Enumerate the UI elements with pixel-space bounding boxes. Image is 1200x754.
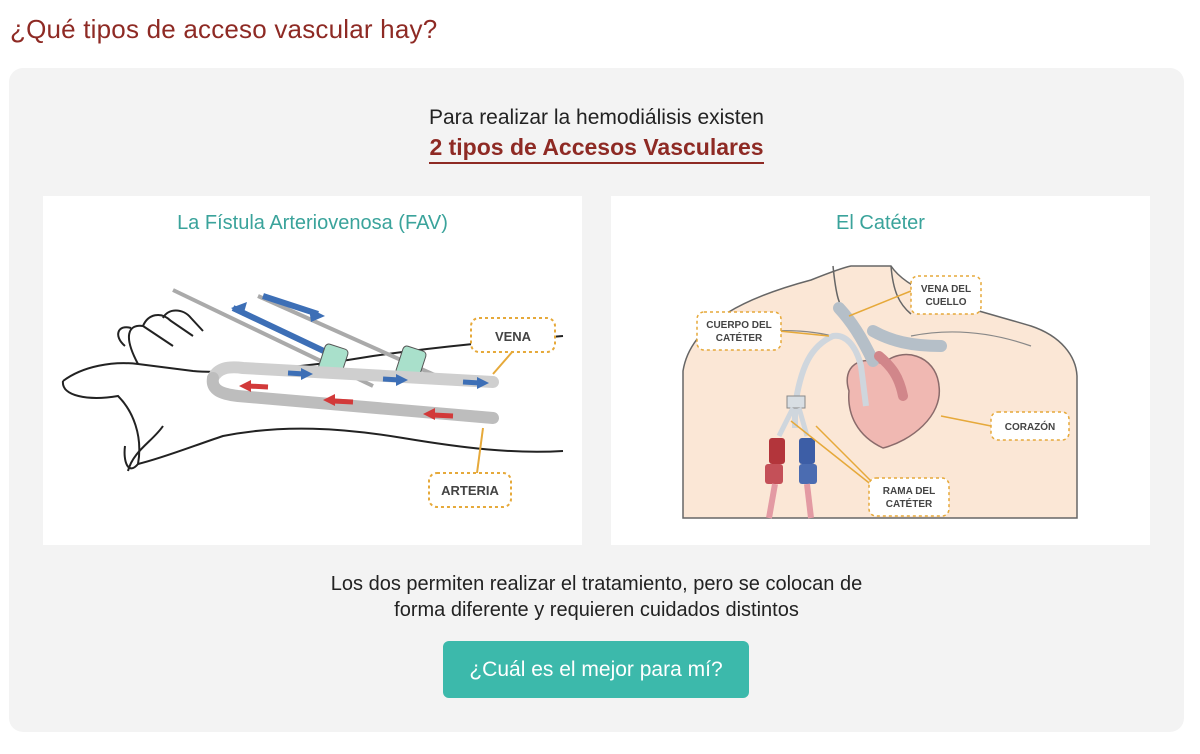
catheter-hub bbox=[786, 395, 806, 409]
arrow-tube-2 bbox=[309, 308, 325, 322]
tube-flow-1 bbox=[231, 305, 330, 356]
card-fistula: La Fístula Arteriovenosa (FAV) bbox=[43, 196, 582, 545]
neck-line-right bbox=[890, 265, 912, 315]
corazon-label: CORAZÓN bbox=[1005, 420, 1056, 433]
outro-line-2: forma diferente y requieren cuidados dis… bbox=[394, 599, 799, 621]
finger-3 bbox=[142, 314, 194, 337]
vein-arrow-2 bbox=[396, 374, 408, 386]
vena-cuello-label-1: VENA DEL bbox=[921, 284, 971, 295]
best-option-button[interactable]: ¿Cuál es el mejor para mí? bbox=[443, 641, 749, 698]
arteria-label-box bbox=[428, 472, 512, 508]
arteria-pointer bbox=[476, 427, 484, 474]
arm-outline-bottom bbox=[137, 427, 564, 465]
arteria-label: ARTERIA bbox=[441, 483, 499, 498]
branch-left-tube bbox=[776, 406, 796, 438]
artery-arrow-2 bbox=[323, 394, 335, 406]
finger-4 bbox=[162, 309, 204, 332]
vena-cuello-label-box bbox=[910, 275, 982, 315]
vein-arrow-1 bbox=[301, 368, 313, 380]
vein-arrow-3 bbox=[477, 377, 489, 389]
branch-blue-line bbox=[804, 483, 814, 519]
cateter-illustration: VENA DEL CUELLO CUERPO DEL CATÉTER CORAZ… bbox=[682, 265, 1078, 519]
fistula-illustration: VENA ARTERIA bbox=[61, 288, 564, 508]
cuerpo-label-2: CATÉTER bbox=[716, 331, 763, 344]
rama-pointer-1 bbox=[815, 425, 872, 482]
corazon-label-box bbox=[990, 411, 1070, 441]
rama-label-box bbox=[868, 477, 950, 517]
vena-label-box bbox=[470, 317, 556, 353]
wrist-line bbox=[127, 425, 164, 472]
highlight-heading: 2 tipos de Accesos Vasculares bbox=[9, 134, 1184, 164]
rama-label-2: CATÉTER bbox=[886, 497, 933, 510]
vein-vessel bbox=[207, 361, 499, 388]
artery-flow-3 bbox=[432, 412, 454, 419]
tube-flow-2 bbox=[262, 293, 319, 317]
branch-red-clamp bbox=[765, 464, 783, 484]
info-panel: Para realizar la hemodiálisis existen 2 … bbox=[9, 68, 1184, 732]
outro-line-1: Los dos permiten realizar el tratamiento… bbox=[330, 573, 863, 595]
page-title: ¿Qué tipos de acceso vascular hay? bbox=[10, 14, 438, 44]
branch-red-line bbox=[766, 483, 778, 519]
catheter-body bbox=[792, 332, 869, 407]
arrow-tube-1 bbox=[231, 302, 247, 316]
card-cateter: El Catéter bbox=[611, 196, 1150, 545]
corazon-pointer bbox=[940, 415, 992, 427]
artery-flow-1 bbox=[247, 383, 269, 390]
vein-vessel-arch bbox=[867, 325, 947, 352]
vena-label: VENA bbox=[495, 329, 532, 344]
branch-red-cap bbox=[769, 438, 785, 464]
collarbone-right bbox=[910, 331, 1032, 347]
cuerpo-pointer bbox=[778, 330, 830, 337]
intro-text: Para realizar la hemodiálisis existen bbox=[429, 106, 764, 129]
vena-pointer bbox=[492, 350, 514, 375]
rama-pointer-2 bbox=[790, 420, 874, 487]
card-fistula-title: La Fístula Arteriovenosa (FAV) bbox=[177, 212, 448, 234]
artery-vessel-heart bbox=[874, 351, 908, 401]
outro-text: Los dos permiten realizar el tratamiento… bbox=[9, 571, 1184, 623]
vena-cuello-pointer bbox=[848, 290, 912, 317]
vein-vessel-neck bbox=[833, 302, 879, 367]
artery-arrow-3 bbox=[423, 408, 435, 420]
artery-flow-2 bbox=[332, 398, 354, 405]
highlight-text: 2 tipos de Accesos Vasculares bbox=[429, 134, 764, 164]
finger-2 bbox=[117, 326, 132, 347]
artery-arrow-1 bbox=[239, 380, 251, 392]
branch-blue-cap bbox=[799, 438, 815, 464]
artery-vessel bbox=[206, 372, 499, 424]
thumb-palm bbox=[61, 380, 141, 470]
branch-right-tube bbox=[796, 407, 810, 437]
rama-label-1: RAMA DEL bbox=[883, 486, 935, 497]
branch-blue-clamp bbox=[799, 464, 817, 484]
cuerpo-label-box bbox=[696, 311, 782, 351]
finger-1 bbox=[128, 324, 174, 365]
cuerpo-label-1: CUERPO DEL bbox=[706, 320, 772, 331]
card-cateter-title: El Catéter bbox=[836, 212, 925, 234]
vena-cuello-label-2: CUELLO bbox=[925, 297, 966, 308]
